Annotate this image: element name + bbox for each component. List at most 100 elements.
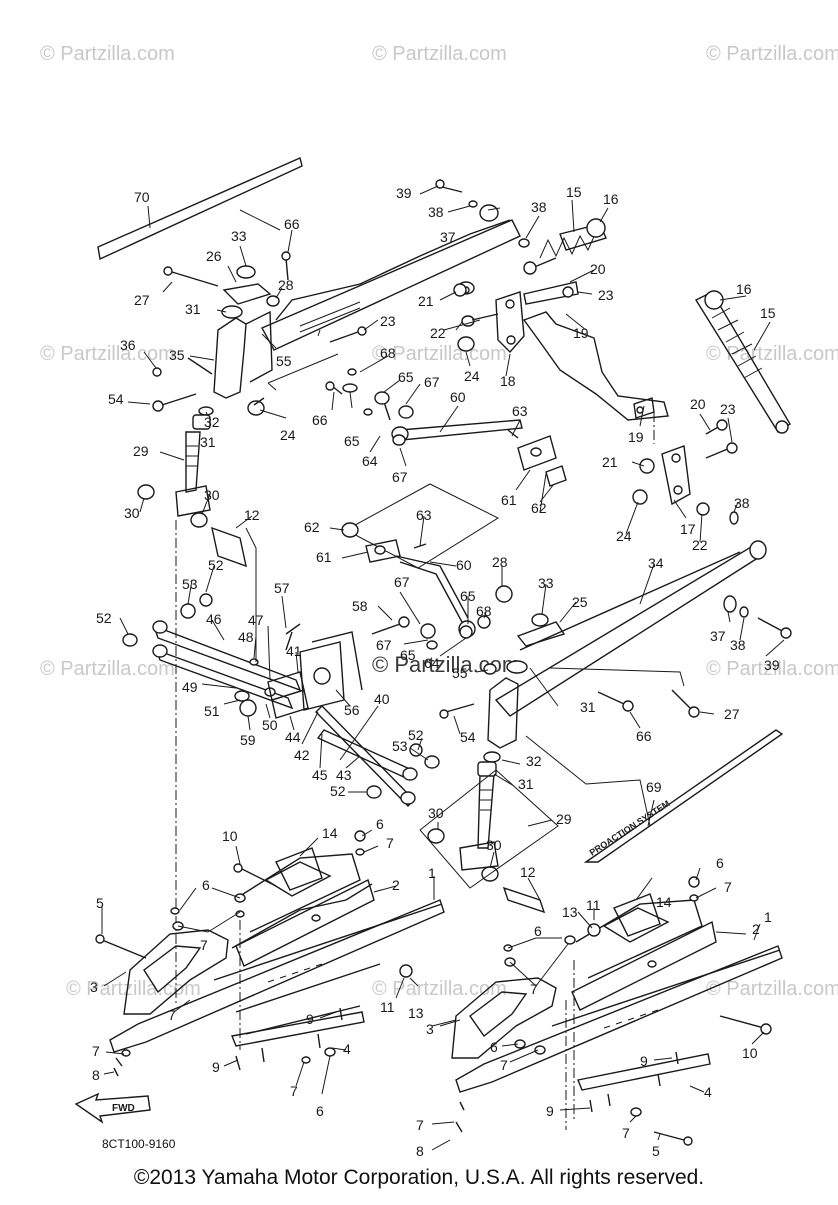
callout-64: 64 [362,453,378,469]
callout-60: 60 [456,557,472,573]
callout-7: 7 [416,1117,424,1133]
callout-10: 10 [742,1045,758,1061]
callout-48: 48 [238,629,254,645]
callout-3: 3 [90,979,98,995]
callout-33: 33 [231,228,247,244]
callout-1: 1 [428,865,436,881]
callout-8: 8 [416,1143,424,1159]
callout-65: 65 [460,588,476,604]
callout-5: 5 [652,1143,660,1159]
callout-7: 7 [200,937,208,953]
callout-12: 12 [520,864,536,880]
watermark-low-right: © Partzilla.com [706,658,838,680]
callout-6: 6 [316,1103,324,1119]
callout-63: 63 [416,507,432,523]
callout-16: 16 [736,281,752,297]
callout-47: 47 [248,612,264,628]
callout-70: 70 [134,189,150,205]
callout-21: 21 [418,293,434,309]
callout-23: 23 [720,401,736,417]
callout-30: 30 [486,837,502,853]
callout-61: 61 [501,492,517,508]
callout-38: 38 [734,495,750,511]
callout-68: 68 [476,603,492,619]
copyright-notice: ©2013 Yamaha Motor Corporation, U.S.A. A… [133,1166,705,1189]
callout-8: 8 [92,1067,100,1083]
part-70-strip [97,157,303,261]
callout-7: 7 [724,879,732,895]
right-spindle-assembly [419,585,566,889]
callout-54: 54 [108,391,124,407]
callout-39: 39 [764,657,780,673]
callout-30: 30 [204,487,220,503]
callout-7: 7 [168,1007,176,1023]
callout-65: 65 [398,369,414,385]
callout-39: 39 [396,185,412,201]
callout-65: 65 [400,647,416,663]
callout-4: 4 [704,1084,712,1100]
callout-23: 23 [598,287,614,303]
callout-55: 55 [276,353,292,369]
callout-34: 34 [648,555,664,571]
callout-52: 52 [408,727,424,743]
callout-54: 54 [460,729,476,745]
leader-lines [101,185,785,1151]
callout-66: 66 [312,412,328,428]
callout-57: 57 [274,580,290,596]
callout-32: 32 [204,414,220,430]
callout-6: 6 [716,855,724,871]
callout-26: 26 [206,248,222,264]
bracket-18-and-control-arm [453,281,669,421]
callout-2: 2 [752,921,760,937]
callout-3: 3 [426,1021,434,1037]
callout-52: 52 [208,557,224,573]
watermark-top-right: © Partzilla.com [706,43,838,65]
callout-22: 22 [430,325,446,341]
bracket-17 [632,397,739,525]
callout-65: 65 [344,433,360,449]
callout-31: 31 [580,699,596,715]
callout-19: 19 [628,429,644,445]
callout-19: 19 [573,325,589,341]
callout-11: 11 [380,999,395,1015]
callout-52: 52 [96,610,112,626]
callout-66: 66 [284,216,300,232]
callout-9: 9 [640,1053,648,1069]
callout-5: 5 [96,895,104,911]
callout-44: 44 [285,729,301,745]
callout-53: 53 [392,738,408,754]
callout-6: 6 [490,1039,498,1055]
steering-link-60-upper [253,326,567,487]
callout-52: 52 [330,783,346,799]
callout-27: 27 [134,292,150,308]
callout-55: 55 [452,665,468,681]
callout-45: 45 [312,767,328,783]
ski-left [95,830,445,1077]
callout-7: 7 [500,1057,508,1073]
callout-66: 66 [636,728,652,744]
callout-63: 63 [512,403,528,419]
callout-37: 37 [440,229,456,245]
part-69-strip: PROACTION SYSTEM [525,729,784,863]
callout-35: 35 [169,347,185,363]
watermarks: © Partzilla.com © Partzilla.com © Partzi… [40,43,838,1000]
watermark-top-center: © Partzilla.com [372,43,507,65]
watermark-mid-left: © Partzilla.com [40,343,175,365]
callout-7: 7 [622,1125,630,1141]
callout-29: 29 [556,811,572,827]
callout-6: 6 [202,877,210,893]
callout-15: 15 [566,184,582,200]
callout-67: 67 [392,469,408,485]
watermark-bottom-left: © Partzilla.com [66,978,201,1000]
callout-42: 42 [294,747,310,763]
watermark-center: © Partzilla.com [372,652,520,677]
callout-56: 56 [344,702,360,718]
callout-67: 67 [424,374,440,390]
callout-6: 6 [534,923,542,939]
callout-10: 10 [222,828,238,844]
belt-label: PROACTION SYSTEM [588,798,672,857]
callout-62: 62 [531,500,547,516]
watermark-bottom-right: © Partzilla.com [706,978,838,1000]
